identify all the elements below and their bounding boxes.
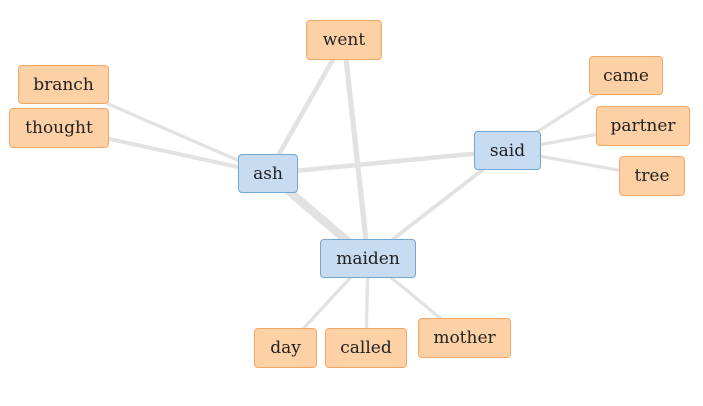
node-went[interactable]: went (306, 20, 382, 60)
edge-maiden-went (341, 37, 371, 262)
edge-ash-said (265, 148, 510, 176)
node-said[interactable]: said (474, 131, 541, 170)
edge-ash-went (265, 37, 347, 176)
node-called[interactable]: called (325, 328, 407, 368)
node-thought[interactable]: thought (9, 108, 109, 148)
node-tree[interactable]: tree (619, 156, 685, 196)
node-ash[interactable]: ash (238, 154, 298, 193)
node-mother[interactable]: mother (418, 318, 511, 358)
node-partner[interactable]: partner (596, 106, 690, 146)
node-day[interactable]: day (254, 328, 317, 368)
node-branch[interactable]: branch (18, 65, 109, 104)
node-maiden[interactable]: maiden (320, 239, 416, 278)
node-came[interactable]: came (589, 56, 663, 95)
